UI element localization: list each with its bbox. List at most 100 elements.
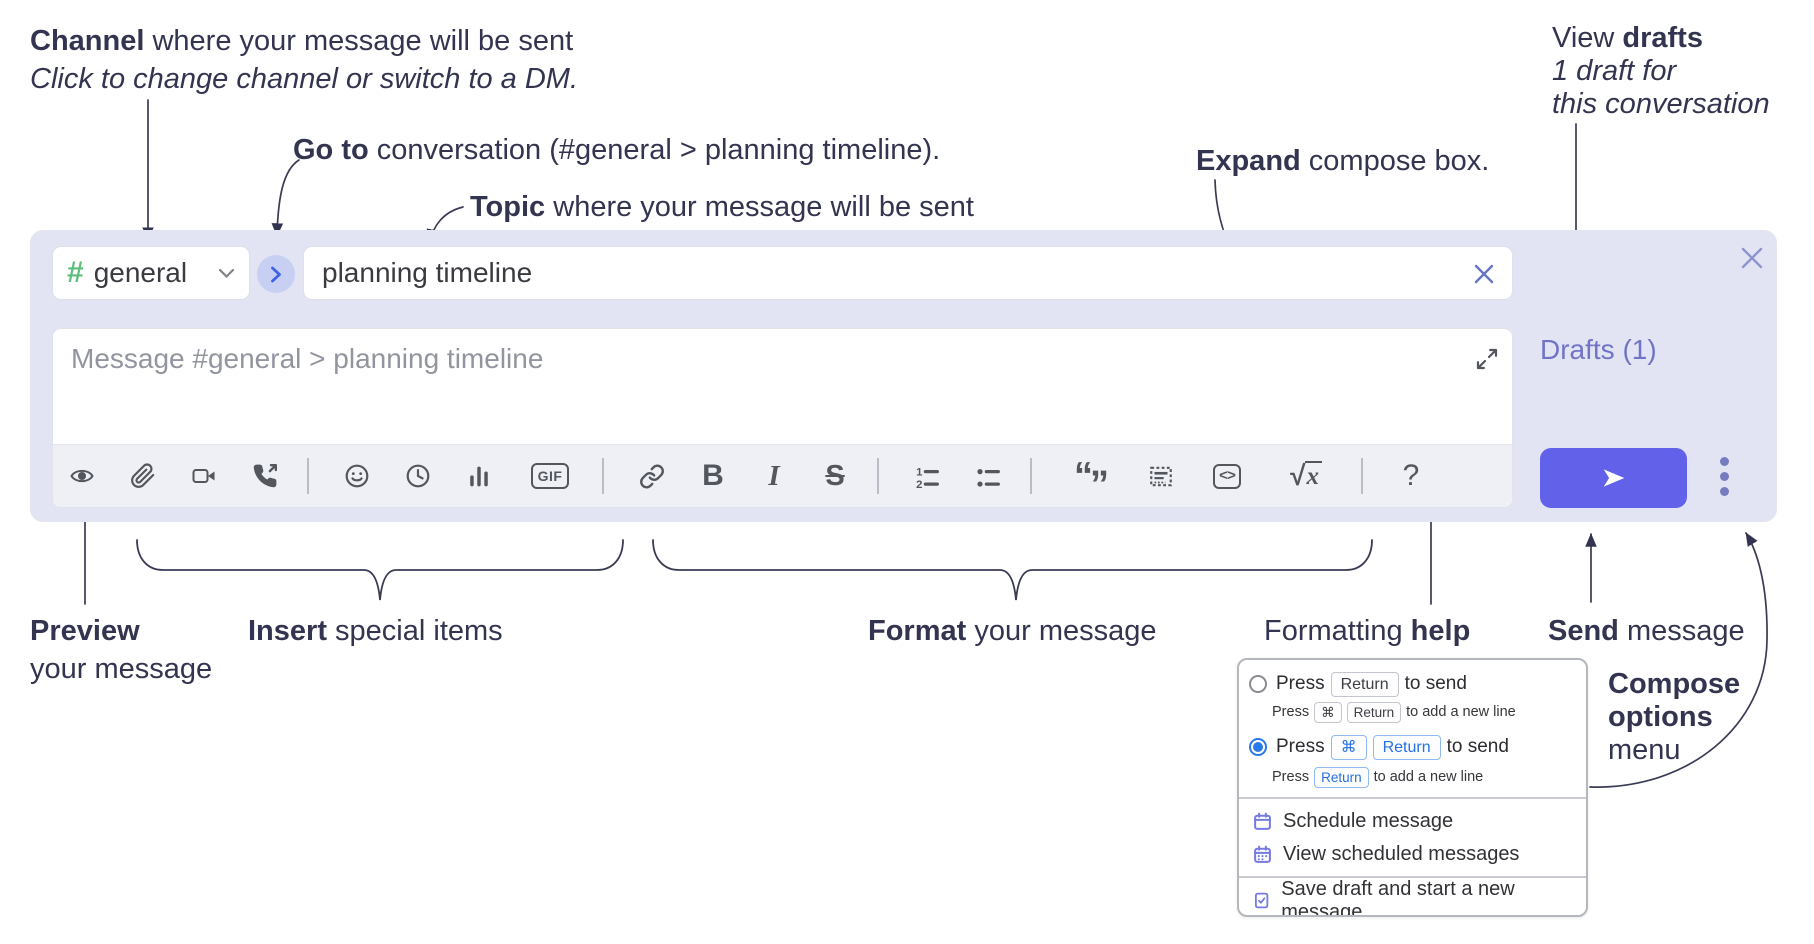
smiley-icon: [345, 464, 369, 488]
close-icon: [1741, 247, 1763, 269]
preview-button[interactable]: [69, 460, 95, 492]
message-input[interactable]: Message #general > planning timeline: [71, 343, 544, 374]
annotation-channel-rest: where your message will be sent: [144, 25, 574, 57]
video-call-button[interactable]: [191, 460, 217, 492]
brace-insert: [136, 539, 624, 601]
clock-icon: [406, 464, 430, 488]
quote-icon: “: [1074, 455, 1093, 497]
bar-chart-icon: [470, 466, 488, 487]
send-option-cmd-return[interactable]: Press ⌘ Return to send: [1239, 730, 1586, 764]
line-goto: [271, 159, 300, 237]
formatting-help-button[interactable]: ?: [1402, 459, 1420, 492]
channel-name: general: [93, 257, 188, 288]
svg-text:2: 2: [916, 478, 922, 489]
topic-input[interactable]: planning timeline: [303, 246, 1513, 300]
kbd-return: Return: [1314, 766, 1369, 788]
kbd-cmd: ⌘: [1330, 734, 1367, 760]
quote-button[interactable]: “”: [1074, 455, 1109, 506]
spoiler-icon: [1150, 466, 1172, 486]
send-plane-icon: [1603, 469, 1624, 487]
annotation-topic: Topic where your message will be sent: [470, 191, 974, 223]
topic-value: planning timeline: [322, 257, 533, 288]
toolbar-divider: [1361, 458, 1363, 494]
chevron-down-icon: [218, 268, 235, 279]
kbd-return: Return: [1346, 701, 1402, 723]
radio-selected-icon[interactable]: [1249, 738, 1267, 756]
emoji-button[interactable]: [344, 460, 370, 492]
phone-outgoing-icon: [253, 463, 278, 488]
popup-divider: [1239, 797, 1586, 799]
gif-icon: GIF: [530, 463, 570, 489]
annotation-channel: Channel where your message will be sent …: [30, 22, 578, 98]
go-to-conversation-button[interactable]: [257, 255, 295, 293]
numbered-list-icon: 12: [916, 466, 939, 490]
close-icon: [1474, 264, 1494, 284]
annotation-expand: Expand compose box.: [1196, 145, 1490, 177]
menu-item-view-scheduled[interactable]: View scheduled messages: [1239, 838, 1586, 871]
code-icon: <>: [1212, 463, 1241, 489]
annotation-goto: Go to conversation (#general > planning …: [293, 134, 941, 166]
annotation-channel-bold: Channel: [30, 25, 145, 57]
compose-box: # general planning timeline Drafts (1) M…: [30, 230, 1777, 522]
code-button[interactable]: <>: [1209, 460, 1245, 492]
send-option-return[interactable]: Press Return to send: [1239, 669, 1586, 699]
strikethrough-button[interactable]: S: [825, 459, 845, 492]
expand-icon: [1476, 348, 1498, 370]
toolbar-divider: [602, 458, 604, 494]
kbd-cmd: ⌘: [1314, 701, 1342, 723]
gif-button[interactable]: GIF: [527, 460, 573, 492]
calendar-icon: [1254, 812, 1271, 830]
math-icon: √: [1290, 460, 1306, 491]
channel-hash-icon: #: [67, 256, 84, 289]
send-button[interactable]: [1540, 448, 1687, 508]
toolbar-divider: [877, 458, 879, 494]
calendar-dots-icon: [1254, 845, 1271, 863]
poll-button[interactable]: [466, 460, 492, 492]
compose-close-button[interactable]: [1736, 242, 1768, 274]
annotation-channel-line2: Click to change channel or switch to a D…: [30, 63, 579, 95]
annotation-send: Send message: [1548, 615, 1745, 647]
annotation-drafts: View drafts 1 draft for this conversatio…: [1552, 22, 1770, 120]
paperclip-icon: [131, 463, 155, 488]
bulleted-list-button[interactable]: [975, 460, 1001, 492]
annotation-preview: Preview your message: [30, 615, 213, 685]
link-button[interactable]: [639, 460, 665, 492]
kbd-return: Return: [1372, 734, 1441, 760]
spoiler-button[interactable]: [1148, 460, 1174, 492]
schedule-time-button[interactable]: [405, 460, 431, 492]
annotation-help: Formatting help: [1264, 615, 1471, 647]
annotation-compose-options: Compose options menu: [1608, 668, 1741, 766]
brace-format: [652, 539, 1373, 601]
ellipsis-icon: [1719, 456, 1729, 466]
italic-button[interactable]: I: [768, 459, 780, 492]
expand-compose-button[interactable]: [1475, 347, 1499, 371]
link-icon: [640, 464, 664, 488]
topic-clear-button[interactable]: [1472, 262, 1496, 286]
compose-options-button[interactable]: [1696, 446, 1752, 506]
svg-text:1: 1: [916, 466, 922, 478]
attach-file-button[interactable]: [130, 460, 156, 492]
popup-divider: [1239, 876, 1586, 878]
bulleted-list-icon: [977, 468, 1000, 487]
chevron-right-icon: [271, 266, 281, 282]
drafts-link[interactable]: Drafts (1): [1540, 334, 1657, 365]
radio-unselected-icon[interactable]: [1249, 675, 1267, 693]
menu-item-schedule-message[interactable]: Schedule message: [1239, 805, 1586, 838]
annotation-format: Format your message: [868, 615, 1157, 647]
compose-options-popup: Press Return to send Press ⌘ Return to a…: [1237, 658, 1588, 917]
voice-call-button[interactable]: [252, 460, 278, 492]
annotation-insert: Insert special items: [248, 615, 503, 647]
video-camera-icon: [192, 469, 215, 483]
eye-icon: [70, 469, 94, 483]
bold-button[interactable]: B: [702, 459, 724, 492]
draft-check-icon: [1254, 892, 1269, 909]
kbd-return: Return: [1330, 671, 1399, 697]
send-option-return-subtext: Press ⌘ Return to add a new line: [1239, 699, 1586, 725]
message-panel: Message #general > planning timeline: [52, 328, 1513, 508]
toolbar-divider: [307, 458, 309, 494]
math-button[interactable]: √x: [1280, 460, 1332, 492]
channel-selector[interactable]: # general: [52, 246, 250, 300]
menu-item-save-draft[interactable]: Save draft and start a new message: [1239, 878, 1586, 915]
